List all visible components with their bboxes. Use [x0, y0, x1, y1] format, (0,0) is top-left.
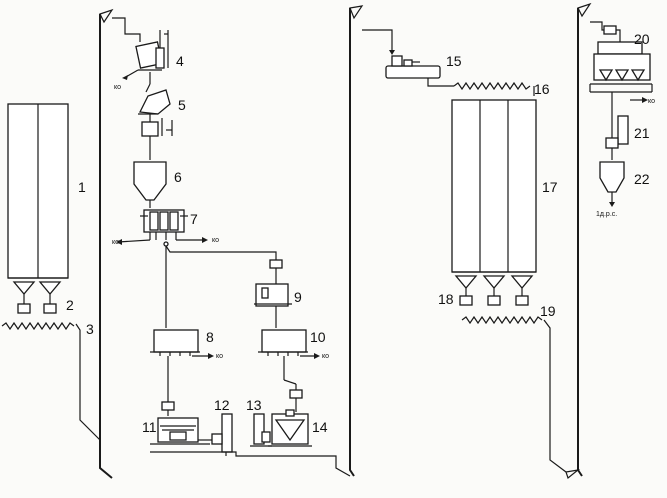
- label-11: 11: [142, 419, 157, 435]
- link-10-14b: [283, 379, 297, 385]
- label-9: 9: [294, 289, 302, 305]
- unit-11-filter: [150, 417, 210, 445]
- separator-3: [577, 2, 592, 477]
- unit-7-cells: [116, 209, 208, 247]
- label-7: 7: [190, 211, 198, 227]
- unit-9-reactor: [254, 283, 292, 307]
- unit-19-conveyor: [461, 315, 543, 325]
- feed-line-4: [112, 17, 141, 42]
- unit-3-conveyor: [1, 321, 101, 441]
- unit-4-mill: [122, 30, 169, 80]
- unit-14-filter: [268, 409, 312, 447]
- unit-18-feeders: [454, 275, 534, 306]
- label-4: 4: [176, 53, 184, 69]
- unit-1-bunker: [7, 103, 69, 279]
- unit-2-feeders: [12, 281, 62, 314]
- unit-12-tank: [198, 413, 233, 453]
- outlet-ko-20: ко: [648, 98, 655, 105]
- unit-6-hopper: [133, 161, 167, 201]
- label-15: 15: [446, 53, 462, 69]
- feed-line-15: [362, 29, 393, 50]
- unit-16-conveyor: [453, 81, 531, 91]
- separator-1: [99, 8, 114, 479]
- product-label-22: 1д.р.с.: [596, 211, 617, 218]
- outlet-ko-8: ко: [216, 353, 223, 360]
- unit-22-product-hopper: [599, 161, 625, 207]
- filter-11: [161, 401, 175, 411]
- outlet-ko-4: ко: [114, 84, 121, 91]
- filter-20: [603, 25, 617, 35]
- label-1: 1: [78, 179, 86, 195]
- label-6: 6: [174, 169, 182, 185]
- label-19: 19: [540, 303, 556, 319]
- separator-2: [349, 5, 364, 477]
- outlet-ko-10: ко: [322, 353, 329, 360]
- outlet-ko-7-right: ко: [212, 237, 219, 244]
- unit-21-column: [605, 115, 629, 160]
- unit-15-dryer: [385, 55, 441, 79]
- label-16: 16: [534, 81, 550, 97]
- feed-line-20: [590, 21, 621, 42]
- label-10: 10: [310, 329, 326, 345]
- unit-10-thickener: [258, 329, 320, 359]
- label-8: 8: [206, 329, 214, 345]
- filter-14: [289, 389, 303, 399]
- filter-9: [269, 259, 283, 269]
- unit-20-filter-house: [589, 41, 653, 103]
- label-22: 22: [634, 171, 650, 187]
- label-21: 21: [634, 125, 650, 141]
- label-13: 13: [246, 397, 262, 413]
- unit-8-thickener: [150, 329, 214, 359]
- label-17: 17: [542, 179, 558, 195]
- link-19-separator: [543, 319, 567, 473]
- link-4-5b: [145, 83, 151, 93]
- arrow-19-separator: [565, 469, 581, 480]
- label-3: 3: [86, 321, 94, 337]
- label-20: 20: [634, 31, 650, 47]
- link-7-9: [165, 245, 277, 260]
- bottom-collector-2: [150, 451, 351, 477]
- label-2: 2: [66, 297, 74, 313]
- label-18: 18: [438, 291, 454, 307]
- unit-17-silos: [451, 99, 537, 273]
- link-15-16: [427, 78, 454, 87]
- unit-5-classifier: [138, 89, 173, 137]
- unit-13-tank: [250, 413, 272, 447]
- feed-arrow-15: [389, 50, 395, 55]
- label-5: 5: [178, 97, 186, 113]
- outlet-ko-7-left: ко: [112, 239, 119, 246]
- label-14: 14: [312, 419, 328, 435]
- label-12: 12: [214, 397, 230, 413]
